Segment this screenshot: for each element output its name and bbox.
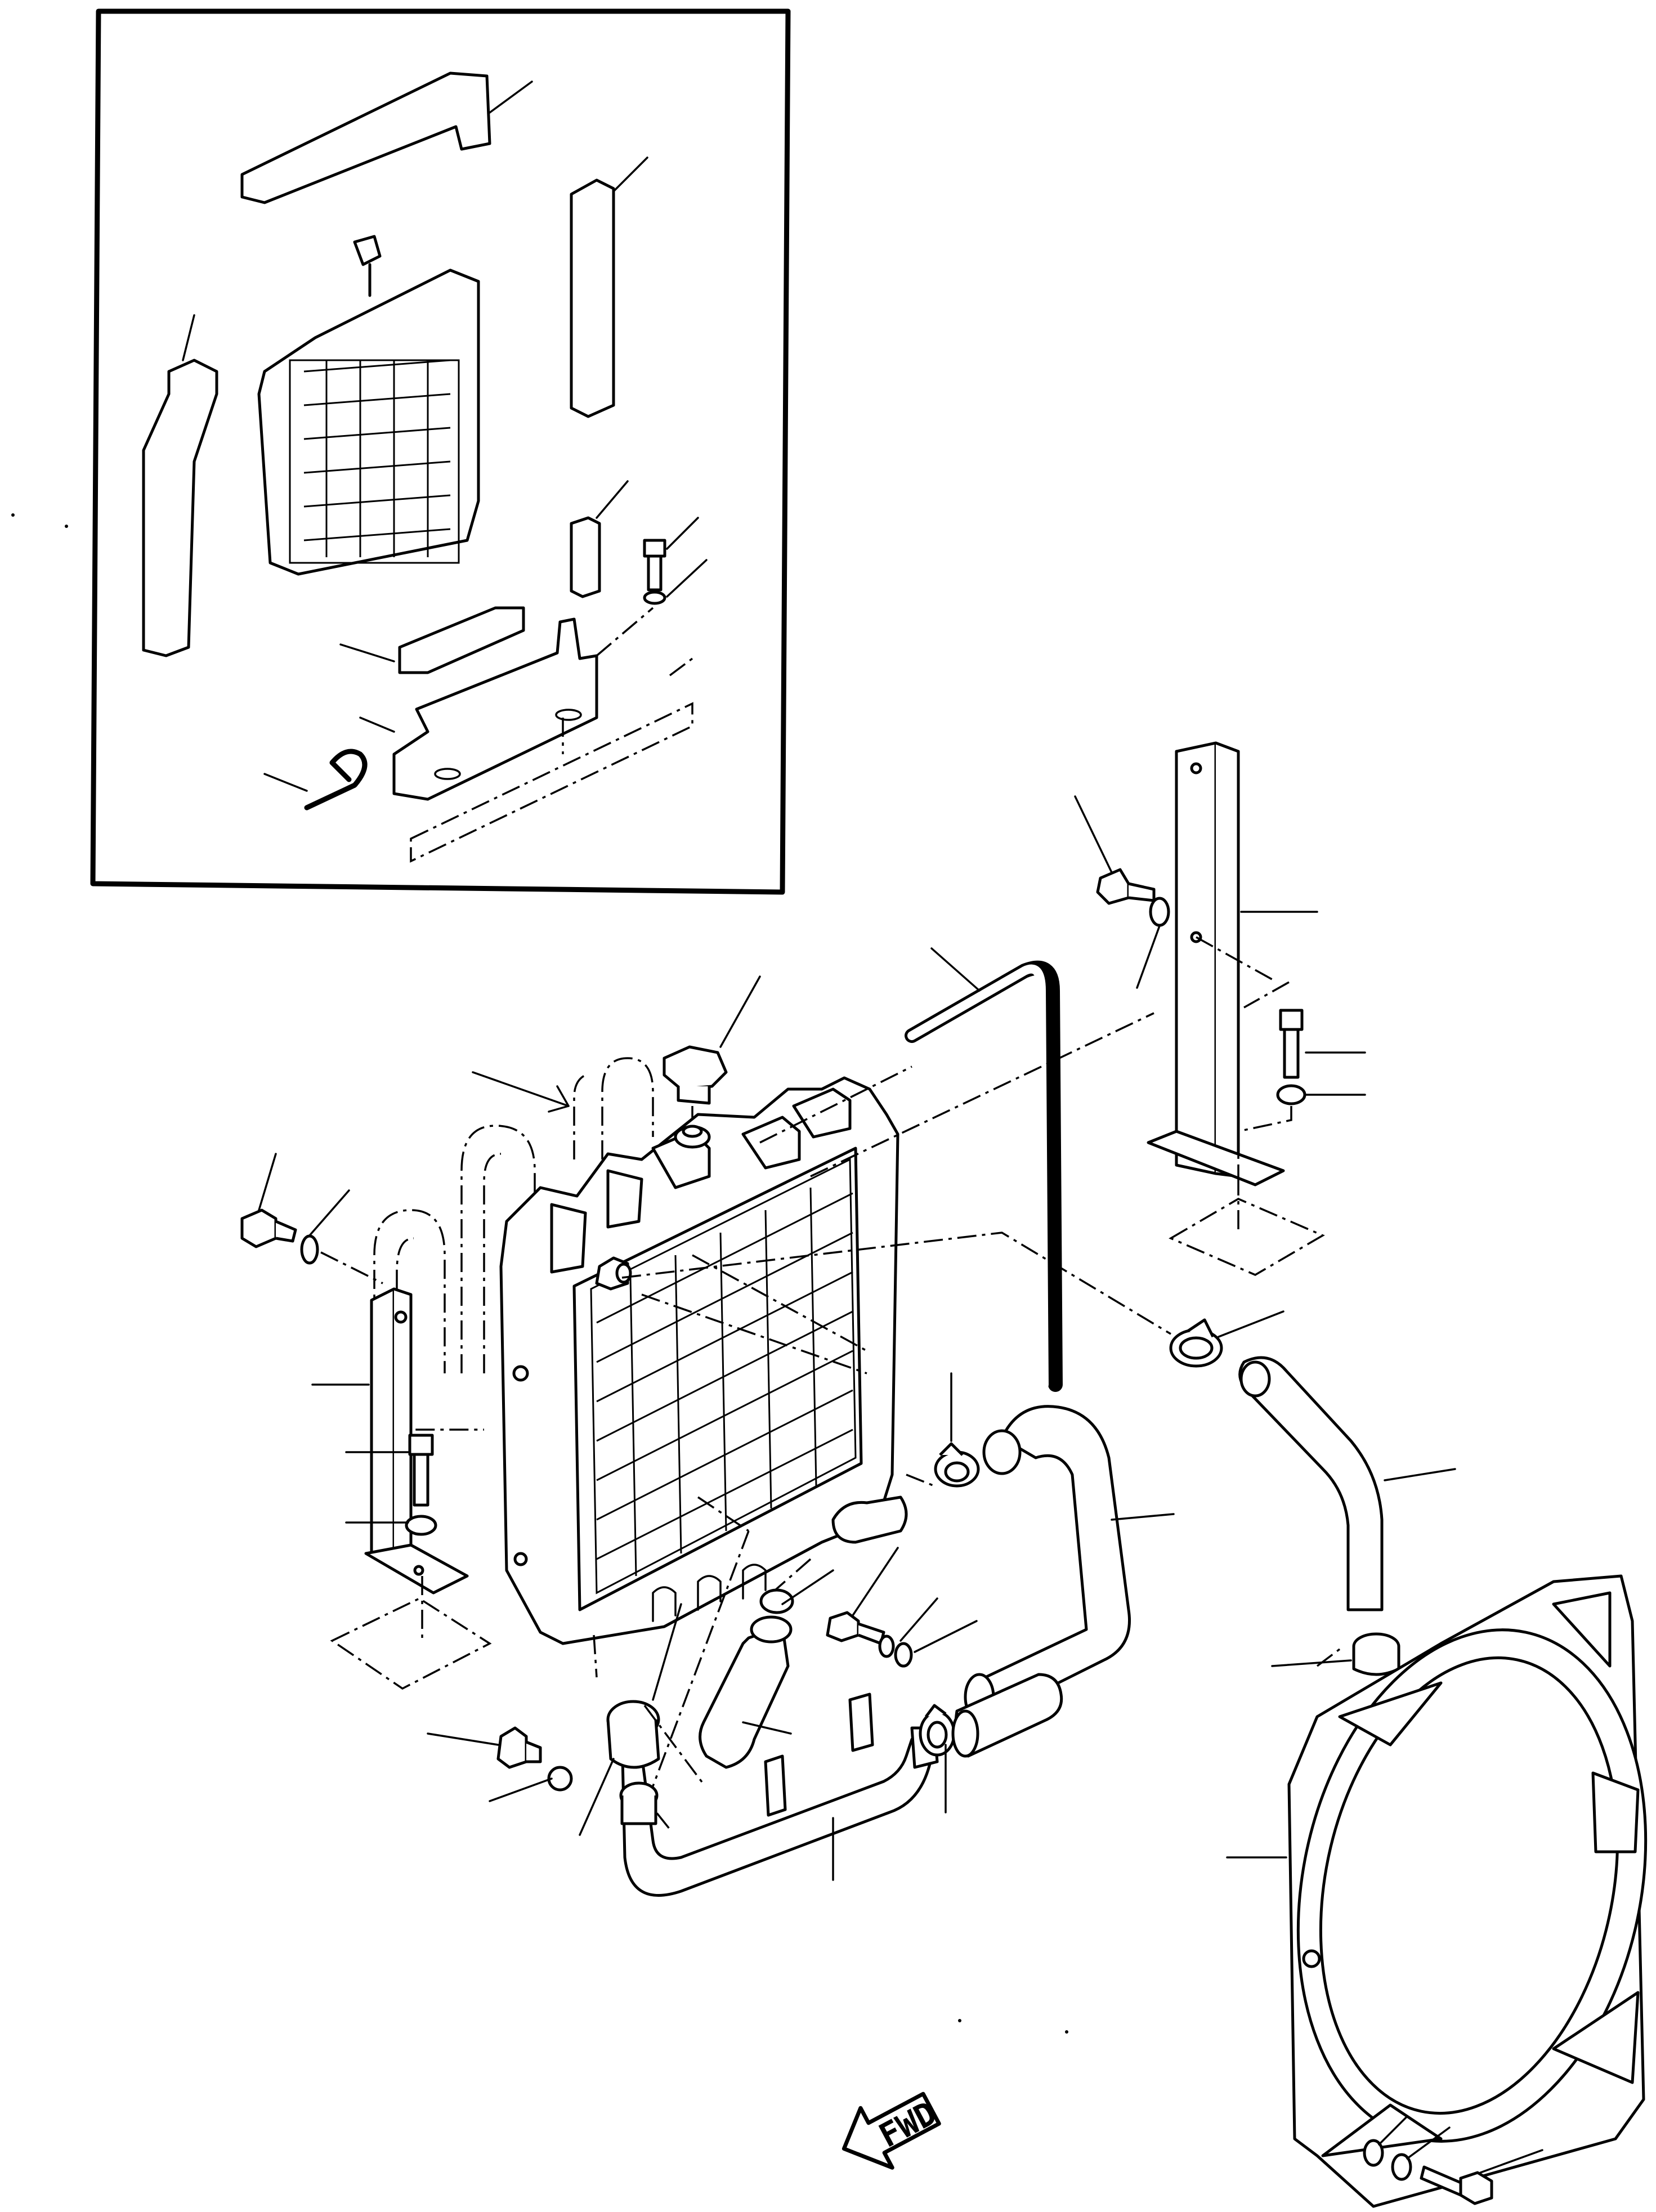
upper-hose-clamp [1169,1310,1284,1368]
drain-cock-part [427,1726,573,1802]
leader-line [1111,1513,1175,1521]
upper-hose-lower-clamp [1271,1632,1400,1676]
leader-line [258,1153,277,1211]
leader-line [579,1758,615,1836]
leader-line [612,156,648,192]
shroud-bolt-part [1363,2115,1543,2205]
radiator-core-part [499,1076,899,1701]
leader-line [489,80,533,114]
base-plate-phantom [410,607,693,863]
pipe-end-clamp [579,1700,705,1836]
small-seal-part [570,480,629,598]
leader-line [359,717,395,733]
leader-line [899,1597,938,1642]
radiator-outlet-pipe [831,1495,908,1544]
mount-bracket-part [359,617,598,801]
water-pipe-clamp [919,1704,956,1814]
top-seal-part [240,71,533,204]
pipe-bracket-bolt [826,1547,978,1668]
drain-bolt-part [595,1256,632,1291]
leader-line [852,1547,899,1617]
stay-bolt-lower [1237,1009,1366,1176]
leader-line [1378,2115,1408,2146]
leader-line [308,1189,350,1237]
leader-line [1384,1468,1456,1481]
bottom-seal-part [339,606,525,674]
inset-box [90,8,791,895]
leader-line [263,773,308,792]
vertical-seal-part [570,156,648,418]
leader-line [596,480,629,519]
retaining-clip-part [263,749,368,811]
inset-bolt-part [643,517,708,605]
leader-line [1479,2149,1543,2174]
leader-line [666,517,699,550]
stray-marks [11,513,1068,2034]
left-radiator-stay [311,1287,492,1690]
left-stay-bolt-upper [240,1153,383,1284]
arrow-head [548,1085,570,1113]
leader-line [182,314,195,361]
leader-line [930,947,981,992]
leader-line [427,1732,499,1746]
leader-line [1218,1310,1284,1338]
leader-line [472,1071,570,1107]
stay-bolt-upper [1074,795,1170,989]
inset-radiator-part [257,235,480,576]
water-pipe-part [620,1692,939,1897]
left-stay-bolt-lower [345,1434,437,1536]
bypass-hose-part [951,1673,1063,1758]
leader-line [914,1620,978,1653]
leader-line [742,1721,792,1735]
lower-radiator-hose [699,1569,834,1769]
leader-line [489,1777,553,1802]
leader-line [339,643,395,662]
fan-shroud-part [1226,1574,1648,2208]
overflow-hose-part [905,947,1063,1392]
upper-radiator-hose [1238,1356,1456,1611]
leader-line [666,559,708,598]
leader-line [1271,1659,1352,1667]
side-seal-part [142,314,218,657]
leader-line [719,975,761,1048]
forward-direction-arrow: FWD [842,2092,943,2170]
inlet-hose-clamp [934,1372,980,1488]
leader-line [1136,925,1161,989]
leader-line [781,1569,834,1605]
inlet-hose-part [964,1405,1175,1721]
leader-line [1406,2126,1451,2160]
leader-line [652,1603,682,1701]
leader-line [1074,795,1113,874]
